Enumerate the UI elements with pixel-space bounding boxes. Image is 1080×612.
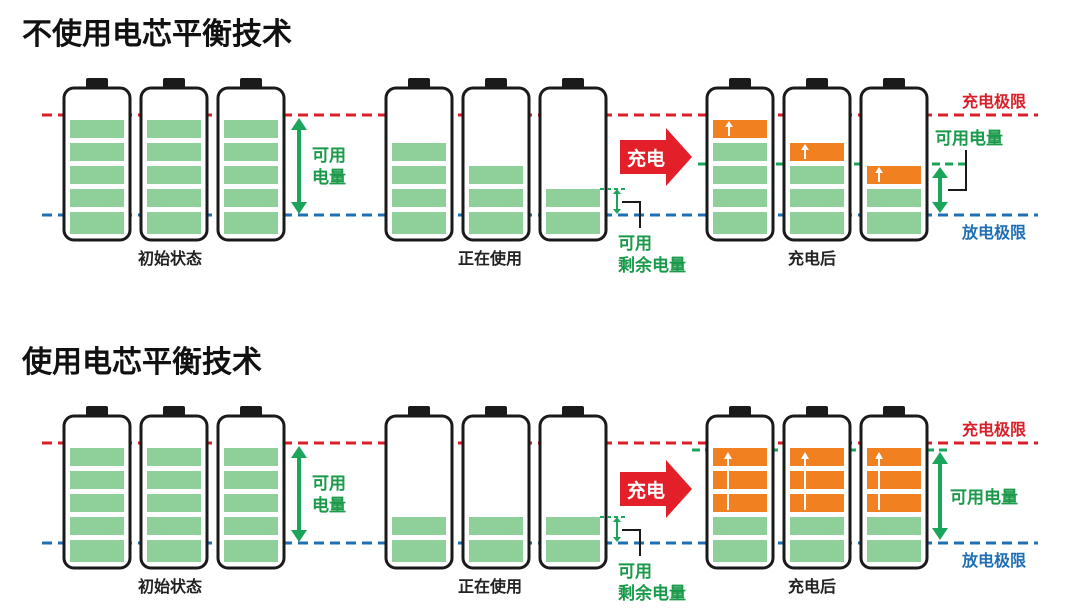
- battery: [782, 78, 852, 242]
- battery: [62, 78, 132, 242]
- section-title: 不使用电芯平衡技术: [22, 17, 292, 52]
- battery-group-in-use: 可用 剩余电量 正在使用: [384, 78, 686, 276]
- usable-label-right: 可用电量: [935, 128, 1003, 149]
- battery: [139, 78, 209, 242]
- battery-group-initial: 可用 电量 初始状态: [62, 78, 346, 268]
- battery: [216, 78, 286, 242]
- charge-limit-label: 充电极限: [962, 420, 1027, 439]
- usable-label-line1: 可用: [312, 474, 346, 494]
- battery-group-in-use: 可用 剩余电量 正在使用: [384, 406, 686, 604]
- charge-arrow: 充电: [620, 128, 692, 186]
- section-title: 使用电芯平衡技术: [21, 345, 262, 380]
- group-label-initial: 初始状态: [138, 249, 202, 268]
- battery: [859, 406, 929, 570]
- battery-group-initial: 可用 电量 初始状态: [62, 406, 346, 596]
- remaining-capacity-marker: [600, 516, 641, 556]
- charge-arrow-label: 充电: [627, 147, 665, 170]
- battery: [139, 406, 209, 570]
- remaining-capacity-marker: [600, 188, 641, 228]
- remaining-label-line1: 可用: [618, 562, 652, 582]
- usable-capacity-arrow: [932, 150, 967, 213]
- battery: [62, 406, 132, 570]
- section-without-balancing: 不使用电芯平衡技术 充电极限 放电极限: [22, 17, 1038, 276]
- usable-label-line2: 电量: [312, 167, 346, 188]
- remaining-label-line2: 剩余电量: [618, 255, 686, 276]
- charge-limit-label: 充电极限: [962, 92, 1027, 111]
- usable-label-right: 可用电量: [950, 487, 1018, 508]
- remaining-label-line1: 可用: [618, 234, 652, 254]
- battery-group-after-charge: 可用电量 充电后: [692, 406, 1018, 596]
- battery: [705, 406, 775, 570]
- group-label-in-use: 正在使用: [458, 249, 522, 268]
- usable-label-line2: 电量: [312, 495, 346, 516]
- battery: [216, 406, 286, 570]
- group-label-after-charge: 充电后: [788, 249, 836, 268]
- usable-label-line1: 可用: [312, 146, 346, 166]
- battery: [538, 78, 608, 242]
- remaining-label-line2: 剩余电量: [618, 583, 686, 604]
- battery: [384, 78, 454, 242]
- battery: [461, 406, 531, 570]
- battery: [859, 78, 929, 242]
- usable-capacity-arrow: [291, 118, 307, 214]
- group-label-initial: 初始状态: [138, 577, 202, 596]
- battery: [461, 78, 531, 242]
- section-with-balancing: 使用电芯平衡技术 充电极限 放电极限: [21, 345, 1038, 604]
- battery: [705, 78, 775, 242]
- charge-arrow-label: 充电: [627, 479, 665, 502]
- battery-group-after-charge: 可用电量 充电后: [698, 78, 1003, 268]
- discharge-limit-label: 放电极限: [961, 551, 1027, 570]
- group-label-in-use: 正在使用: [458, 577, 522, 596]
- battery: [384, 406, 454, 570]
- discharge-limit-label: 放电极限: [961, 223, 1027, 242]
- battery: [538, 406, 608, 570]
- charge-arrow: 充电: [620, 460, 692, 518]
- battery: [782, 406, 852, 570]
- usable-capacity-arrow: [291, 446, 307, 542]
- group-label-after-charge: 充电后: [788, 577, 836, 596]
- usable-capacity-arrow: [932, 452, 948, 540]
